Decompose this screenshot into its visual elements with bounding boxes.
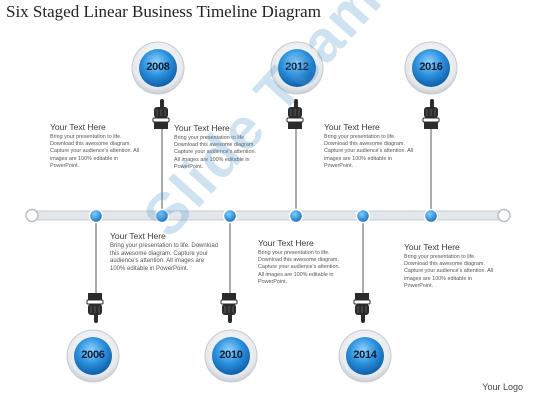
dot-2008: [154, 208, 170, 224]
pointing-hand-icon: [353, 292, 371, 324]
year-label-2008: 2008: [146, 61, 170, 73]
year-badge-2014: [338, 329, 392, 383]
text-block-body: Bring your presentation to life. Downloa…: [174, 135, 256, 170]
dot-2010: [222, 208, 238, 224]
year-label-2012: 2012: [285, 61, 309, 73]
text-block-heading: Your Text Here: [404, 242, 460, 252]
timeline-bar: [25, 208, 511, 223]
year-badge-2006: [66, 329, 120, 383]
year-label-2010: 2010: [219, 349, 243, 361]
pointing-hand-icon: [422, 98, 440, 130]
dot-2006: [88, 208, 104, 224]
pointing-hand-icon: [286, 98, 304, 130]
timeline-start-cap: [25, 208, 39, 223]
text-block-heading: Your Text Here: [324, 122, 380, 132]
text-block-2012: Your Text Here Bring your presentation t…: [324, 122, 414, 170]
pointing-hand-icon: [86, 292, 104, 324]
timeline-end-cap: [497, 208, 511, 223]
pointing-hand-icon: [152, 98, 170, 130]
text-block-body: Bring your presentation to life. Downloa…: [404, 254, 494, 289]
text-block-2016: Your Text Here Bring your presentation t…: [404, 242, 496, 290]
timeline-dots: [88, 208, 439, 224]
year-badge-2008: [131, 41, 185, 95]
diagram-title: Six Staged Linear Business Timeline Diag…: [6, 2, 321, 21]
pointing-hand-icon: [220, 292, 238, 324]
year-badge-2010: [204, 329, 258, 383]
dot-2016: [423, 208, 439, 224]
text-block-left: Your Text Here Bring your presentation t…: [50, 122, 140, 170]
year-badge-2012: [270, 41, 324, 95]
year-label-2016: 2016: [419, 61, 443, 73]
logo-placeholder: Your Logo: [482, 382, 523, 392]
text-block-body: Bring your presentation to life. Downloa…: [110, 243, 219, 272]
text-block-body: Bring your presentation to life. Downloa…: [50, 134, 140, 169]
text-block-body: Bring your presentation to life. Downloa…: [258, 250, 340, 285]
text-block-heading: Your Text Here: [174, 123, 230, 133]
year-label-2006: 2006: [81, 349, 105, 361]
dot-2012: [288, 208, 304, 224]
text-block-body: Bring your presentation to life. Downloa…: [324, 134, 414, 169]
text-block-heading: Your Text Here: [258, 238, 314, 248]
dot-2014: [355, 208, 371, 224]
text-block-2008: Your Text Here Bring your presentation t…: [174, 123, 262, 171]
text-block-heading: Your Text Here: [110, 231, 166, 241]
year-label-2014: 2014: [353, 349, 377, 361]
text-block-2006: Your Text Here Bring your presentation t…: [110, 231, 220, 273]
text-block-heading: Your Text Here: [50, 122, 106, 132]
text-block-2010: Your Text Here Bring your presentation t…: [258, 238, 346, 286]
year-badge-2016: [404, 41, 458, 95]
